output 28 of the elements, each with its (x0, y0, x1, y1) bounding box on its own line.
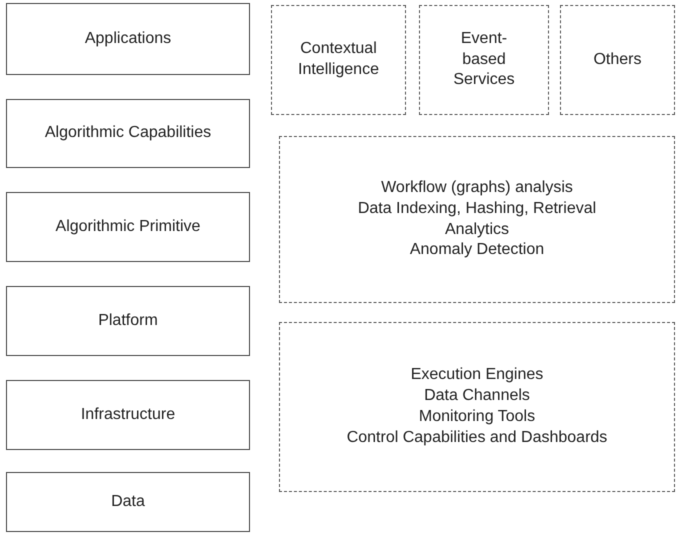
box-label: Algorithmic Capabilities (44, 123, 212, 144)
layer-box (6, 3, 250, 75)
box-label: Execution Engines (410, 365, 544, 386)
layer-box (6, 99, 250, 168)
layer-box (6, 380, 250, 450)
group-box (419, 5, 549, 115)
box-label: Others (593, 50, 642, 70)
box-label: Data Indexing, Hashing, Retrieval (358, 198, 596, 219)
box-label: Control Capabilities and Dashboards (346, 428, 608, 448)
box-label: Workflow (graphs) analysis (381, 178, 573, 198)
box-label: Anomaly Detection (410, 240, 544, 260)
group-box (271, 5, 406, 115)
box-label: Data (111, 492, 145, 512)
box-label: Analytics (444, 220, 510, 240)
box-label: Algorithmic Primitive (56, 216, 200, 237)
group-box (560, 5, 675, 115)
box-label: Event-based Services (452, 28, 516, 90)
box-label: Applications (84, 28, 172, 49)
box-label: Data Channels (424, 386, 530, 406)
group-box (279, 322, 675, 492)
box-label: Platform (98, 310, 158, 331)
group-box (279, 136, 675, 303)
layer-box (6, 472, 250, 532)
box-label: Contextual Intelligence (297, 39, 380, 80)
layer-box (6, 192, 250, 262)
box-label: Infrastructure (80, 404, 176, 425)
box-label: Monitoring Tools (418, 407, 536, 427)
layer-box (6, 286, 250, 356)
